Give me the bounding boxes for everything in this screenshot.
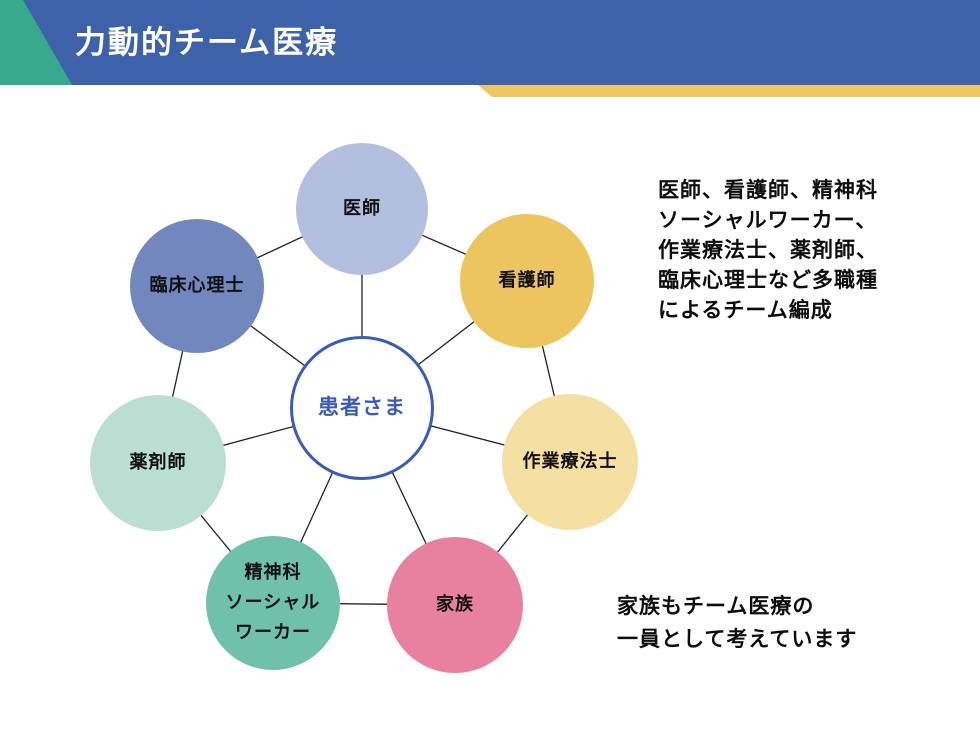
node-family: 家族	[387, 537, 523, 673]
node-doctor: 医師	[296, 143, 428, 275]
node-occupational-therapist: 作業療法士	[502, 394, 638, 530]
node-family-label: 家族	[436, 594, 474, 615]
page-title: 力動的チーム医療	[75, 25, 339, 60]
yellow-accent-strip	[478, 85, 980, 97]
node-pharmacist: 薬剤師	[90, 395, 226, 531]
team-composition-note: 医師、看護師、精神科 ソーシャルワーカー、 作業療法士、薬剤師、 臨床心理士など…	[658, 179, 878, 322]
node-occupational-therapist-label: 作業療法士	[522, 451, 618, 472]
node-clinical-psychologist-label: 臨床心理士	[149, 275, 245, 296]
node-nurse-label: 看護師	[498, 270, 556, 291]
header-bar: 力動的チーム医療	[0, 0, 980, 85]
node-nurse: 看護師	[460, 214, 594, 348]
node-psychiatric-social-worker: 精神科 ソーシャル ワーカー	[206, 536, 340, 670]
family-member-note: 家族もチーム医療の 一員として考えています	[617, 595, 858, 651]
node-patient-center: 患者さま	[290, 336, 434, 480]
node-clinical-psychologist: 臨床心理士	[130, 219, 264, 353]
node-patient-label: 患者さま	[318, 395, 406, 419]
teal-corner-accent	[0, 0, 72, 85]
node-doctor-label: 医師	[343, 198, 381, 219]
node-psychiatric-social-worker-label: 精神科 ソーシャル ワーカー	[225, 562, 321, 642]
node-pharmacist-label: 薬剤師	[129, 452, 187, 473]
